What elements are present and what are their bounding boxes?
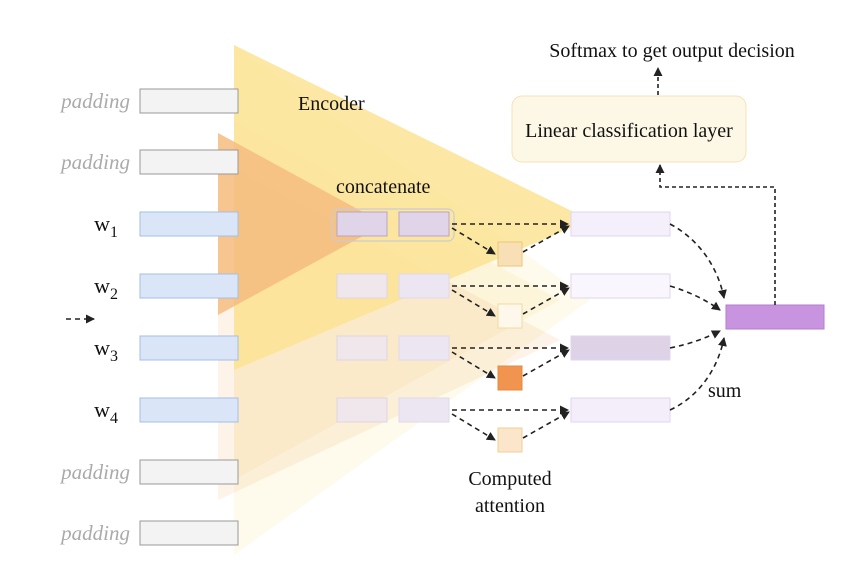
sum-vector [725,304,825,330]
word-label: w3 [94,335,118,365]
attention-arrows [451,219,570,255]
concatenate-highlight [331,208,455,242]
word-box [139,273,239,299]
forward-state [336,335,388,361]
attention-weight-w2 [497,303,523,329]
padding-box [139,149,239,175]
attention-weight-w1 [497,241,523,267]
sum-to-linear-arrow [655,164,776,305]
input-tokens: padding padding w1 w2 w3 w4 padding padding [59,88,239,546]
backward-state [398,211,450,237]
concatenated-states [331,208,455,423]
weighted-output-w2 [570,273,671,299]
padding-box [139,520,239,546]
computed-attention-label-2: attention [475,495,545,517]
attention-weight-w3 [497,365,523,391]
word-box [139,335,239,361]
word-box [139,211,239,237]
concatenate-label: concatenate [336,176,430,198]
weighted-output-w4 [570,397,671,423]
attention-arrows [451,281,570,317]
padding-label: padding [59,89,130,113]
encoder-group [218,45,590,555]
backward-state [398,335,450,361]
attention-arrows [451,405,570,441]
backward-state [398,397,450,423]
word-label: w4 [94,397,118,427]
weighted-output-w1 [570,211,671,237]
attention-weight-w4 [497,427,523,453]
forward-state [336,397,388,423]
word-box [139,397,239,423]
sum-label: sum [708,380,742,402]
linear-classification-layer [511,95,747,163]
padding-label: padding [59,460,130,484]
weighted-outputs [570,211,671,423]
encoder-triangle [234,45,590,370]
forward-state [336,273,388,299]
backward-state [398,273,450,299]
padding-label: padding [59,521,130,545]
attention-weights [451,219,570,453]
padding-label: padding [59,150,130,174]
padding-box [139,459,239,485]
sum-arrows [669,223,727,411]
encoder-label: Encoder [298,93,365,115]
word-label: w1 [94,211,118,241]
attention-arrows [451,343,570,379]
forward-state [336,211,388,237]
softmax-label: Softmax to get output decision [549,40,795,62]
linear-layer-label: Linear classification layer [525,120,733,142]
weighted-output-w3 [570,335,671,361]
word-label: w2 [94,273,118,303]
computed-attention-label-1: Computed [468,468,551,490]
encoder-triangle [218,133,385,315]
padding-box [139,88,239,114]
